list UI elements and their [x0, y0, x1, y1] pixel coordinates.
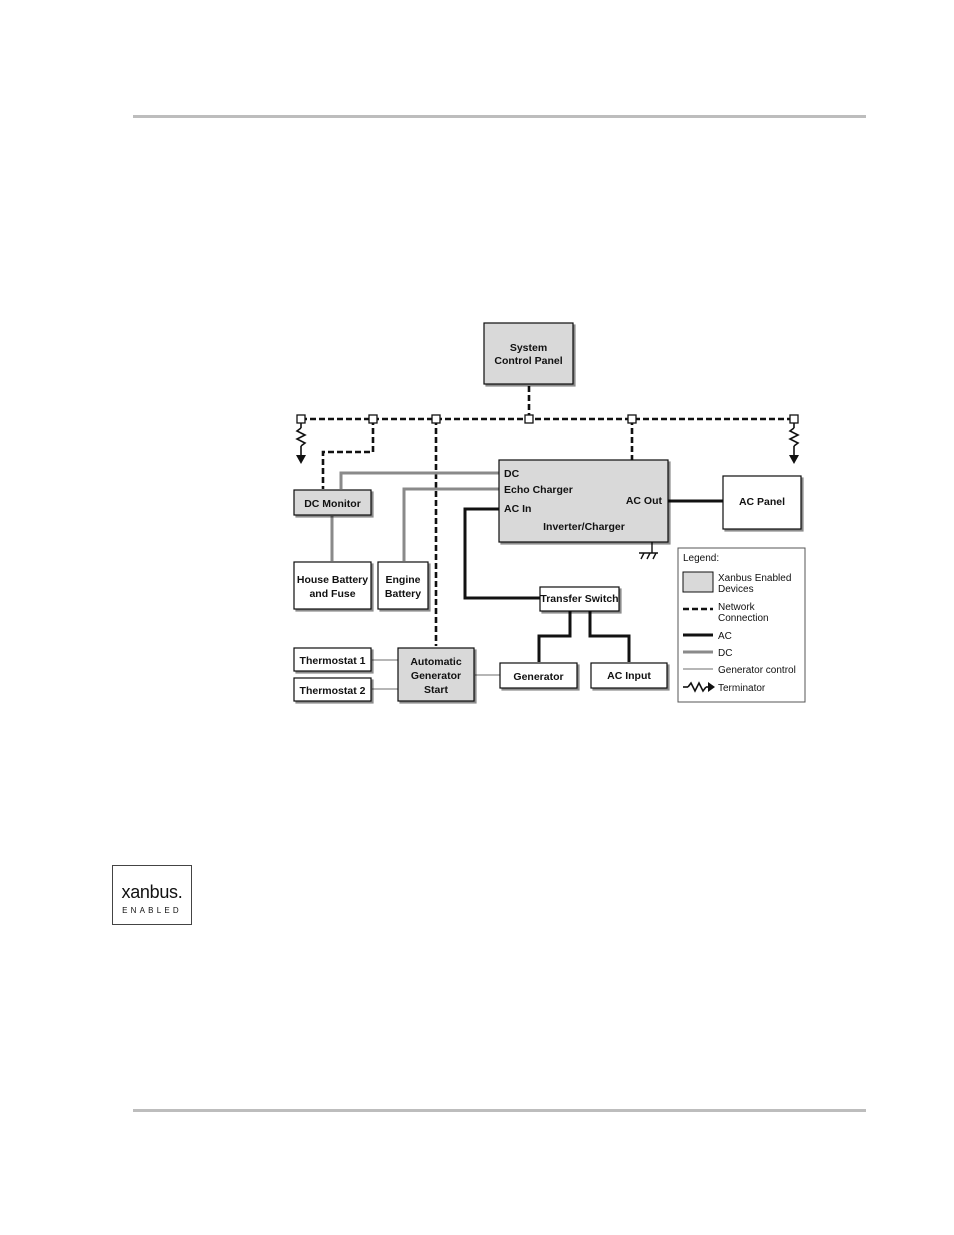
box-thermostat-2: Thermostat 2 [293, 677, 372, 702]
box-label: Generator [411, 670, 461, 682]
box-system-control-panel: System Control Panel [483, 322, 574, 385]
terminator-icon [295, 423, 307, 464]
box-label: Thermostat 1 [300, 655, 366, 667]
legend-label-gen: Generator control [718, 665, 796, 676]
port-ac-in-label: AC In [504, 503, 531, 515]
network-connector [368, 414, 378, 424]
port-ac-out-label: AC Out [626, 495, 663, 507]
box-label: Control Panel [494, 355, 562, 367]
legend-label-network: Connection [718, 613, 769, 624]
port-echo-charger-label: Echo Charger [504, 484, 573, 496]
ac-line-generator [537, 611, 572, 662]
box-automatic-generator-start: Automatic Generator Start [397, 647, 475, 702]
network-connector [524, 414, 534, 424]
box-label: Generator [513, 671, 563, 683]
box-label: AC Panel [739, 496, 785, 508]
terminator-icon [788, 423, 800, 464]
footer-rule [133, 1109, 866, 1112]
box-label: Engine [385, 574, 420, 586]
network-connector [431, 414, 441, 424]
box-label: House Battery [297, 574, 368, 586]
box-label: and Fuse [309, 588, 355, 600]
ac-connections [463, 499, 723, 662]
box-label: DC Monitor [304, 498, 361, 510]
dc-connections [330, 471, 500, 561]
legend-label-term: Terminator [718, 683, 766, 694]
ground-icon [639, 542, 658, 560]
legend: Legend: Xanbus Enabled Devices Network C… [677, 547, 806, 703]
box-thermostat-1: Thermostat 1 [293, 647, 372, 672]
box-engine-battery: Engine Battery [377, 561, 429, 610]
box-ac-input: AC Input [590, 662, 668, 689]
network-connectors [296, 414, 799, 424]
logo-subtitle: ENABLED [122, 906, 182, 915]
generator-control-connections [372, 659, 500, 690]
box-label: System [510, 342, 547, 354]
port-dc-label: DC [504, 468, 520, 480]
network-connections [301, 386, 794, 646]
box-house-battery: House Battery and Fuse [293, 561, 372, 610]
logo-word: xanbus. [121, 882, 183, 902]
box-label: Start [424, 684, 448, 696]
dc-line-dc-monitor [339, 471, 500, 489]
legend-label-network: Network [718, 602, 756, 613]
xanbus-enabled-logo: xanbus. ENABLED [112, 865, 192, 925]
network-connector [627, 414, 637, 424]
ac-line-ac-in [463, 507, 540, 600]
legend-title: Legend: [683, 553, 719, 564]
legend-terminator-icon [683, 681, 715, 693]
ac-line-ac-input [588, 611, 631, 662]
box-ac-panel: AC Panel [722, 475, 802, 530]
box-generator: Generator [499, 662, 578, 689]
dc-line-engine-battery [402, 487, 500, 561]
legend-label-dc: DC [718, 648, 732, 659]
box-label: Transfer Switch [540, 593, 618, 605]
box-transfer-switch: Transfer Switch [539, 586, 620, 612]
legend-swatch-xanbus [682, 571, 714, 593]
legend-label-xanbus: Devices [718, 584, 754, 595]
network-connector [296, 414, 306, 424]
inverter-name-label: Inverter/Charger [543, 521, 625, 533]
legend-label-ac: AC [718, 631, 732, 642]
box-label: AC Input [607, 670, 651, 682]
legend-label-xanbus: Xanbus Enabled [718, 573, 791, 584]
box-label: Battery [385, 588, 421, 600]
box-label: Automatic [410, 656, 461, 668]
network-drop-dc-monitor [321, 419, 375, 489]
box-dc-monitor: DC Monitor [293, 489, 372, 516]
box-label: Thermostat 2 [300, 685, 366, 697]
network-connector [789, 414, 799, 424]
box-inverter-charger: DC Echo Charger AC In AC Out Inverter/Ch… [498, 459, 669, 543]
header-rule [133, 115, 866, 118]
